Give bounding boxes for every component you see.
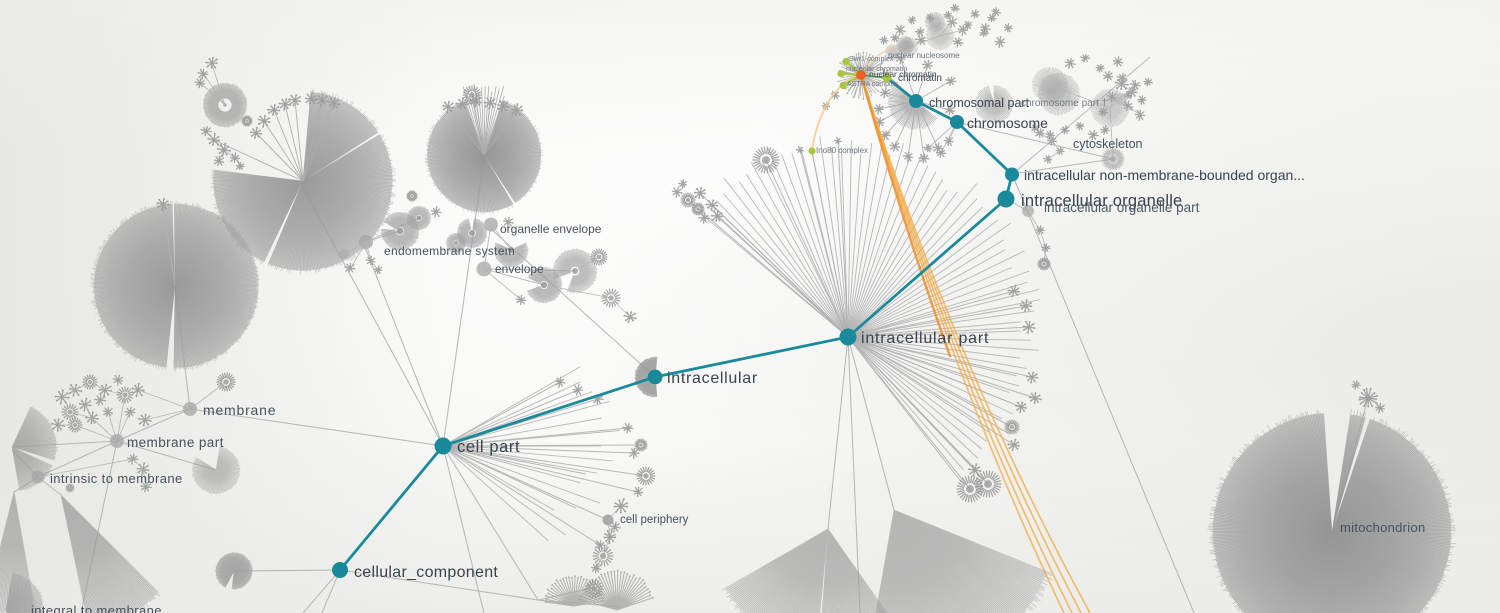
svg-text:cell periphery: cell periphery: [620, 514, 689, 526]
svg-text:membrane: membrane: [203, 402, 276, 418]
svg-text:integral to membrane: integral to membrane: [31, 603, 162, 613]
svg-text:cytoskeleton: cytoskeleton: [1073, 137, 1143, 151]
svg-text:mitochondrion: mitochondrion: [1340, 520, 1426, 535]
svg-text:cellular_component: cellular_component: [354, 564, 498, 581]
svg-text:membrane part: membrane part: [127, 435, 224, 450]
svg-text:intracellular non-membrane-bou: intracellular non-membrane-bounded organ…: [1024, 167, 1305, 183]
svg-text:Ino80 complex: Ino80 complex: [816, 146, 868, 155]
svg-text:intracellular organelle: intracellular organelle: [1021, 192, 1182, 210]
svg-text:envelope: envelope: [495, 262, 544, 276]
svg-text:intrinsic to membrane: intrinsic to membrane: [50, 471, 183, 486]
svg-text:Swr1-complex: Swr1-complex: [849, 56, 894, 63]
svg-text:cell part: cell part: [457, 438, 520, 456]
svg-text:chromatin: chromatin: [898, 73, 942, 84]
svg-text:nuclear chromatin: nuclear chromatin: [869, 69, 937, 79]
svg-text:ASTRA complex: ASTRA complex: [847, 81, 898, 88]
svg-text:intracellular part: intracellular part: [861, 330, 989, 347]
svg-text:chromosomal part: chromosomal part: [929, 96, 1030, 110]
svg-text:chromosome: chromosome: [967, 115, 1048, 131]
svg-text:chromosome part †: chromosome part †: [1021, 98, 1107, 109]
svg-text:intracellular: intracellular: [667, 370, 758, 387]
svg-text:endomembrane system: endomembrane system: [384, 244, 515, 258]
svg-text:nucleolar chromatin: nucleolar chromatin: [846, 66, 907, 73]
svg-text:nuclear nucleosome: nuclear nucleosome: [888, 51, 960, 60]
svg-text:organelle envelope: organelle envelope: [500, 222, 602, 236]
svg-text:intracellular organelle part: intracellular organelle part: [1044, 200, 1200, 215]
